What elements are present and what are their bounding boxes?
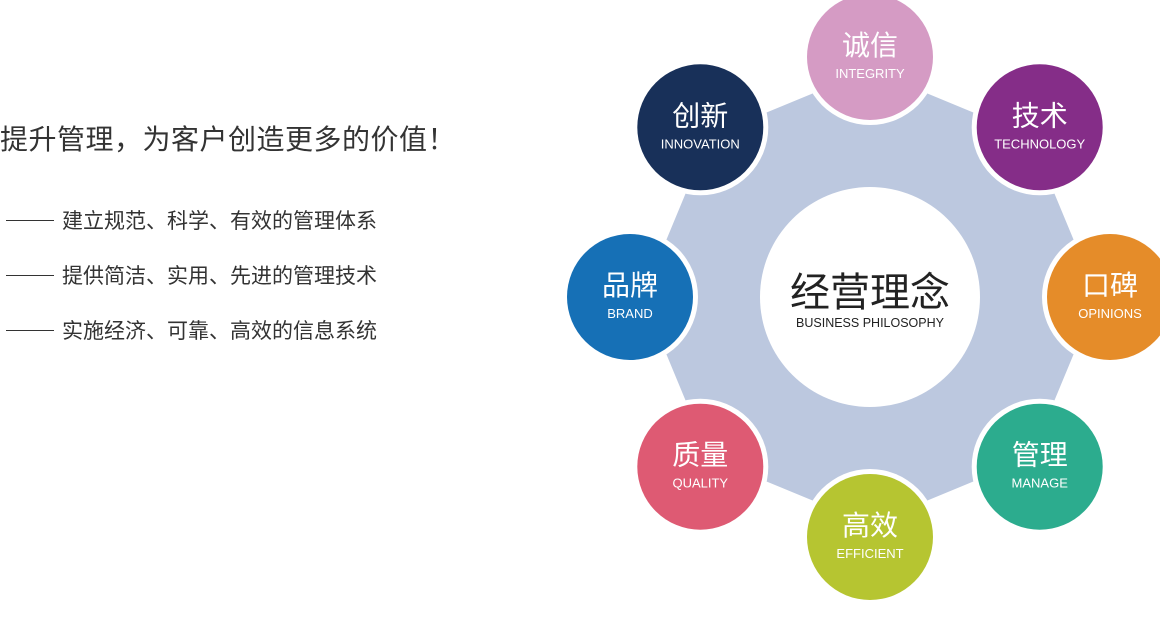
value-subtitle: QUALITY: [672, 476, 728, 491]
value-title: 质量: [672, 440, 728, 471]
innovation-circle: [637, 64, 764, 191]
brand-circle: [567, 234, 693, 360]
gear-tooth: [754, 89, 841, 154]
quality-circle: [637, 403, 764, 530]
value-item-brand: 品牌 BRAND: [562, 229, 698, 365]
value-title: 技术: [1012, 100, 1068, 131]
value-subtitle: INTEGRITY: [835, 66, 905, 81]
value-title: 创新: [672, 100, 728, 131]
point-item: 建立规范、科学、有效的管理体系: [6, 206, 377, 261]
gear-notch: [982, 293, 990, 301]
gear-tooth: [899, 440, 986, 505]
manage-circle: [976, 403, 1103, 530]
gear-notches: [750, 177, 990, 417]
point-text: 提供简洁、实用、先进的管理技术: [62, 265, 377, 288]
value-title: 管理: [1012, 440, 1068, 471]
gear-tooth: [662, 181, 727, 268]
efficient-circle: [807, 474, 933, 600]
dash-line: [6, 329, 54, 331]
value-title: 口碑: [1082, 270, 1138, 301]
gear-tooth: [899, 89, 986, 154]
value-title: 高效: [842, 510, 898, 541]
value-item-opinions: 口碑 OPINIONS: [1042, 229, 1160, 365]
technology-circle: [976, 64, 1103, 191]
gear-notch: [750, 293, 758, 301]
value-item-technology: 技术 TECHNOLOGY: [971, 59, 1108, 196]
center-subtitle: BUSINESS PHILOSOPHY: [796, 316, 945, 330]
value-item-efficient: 高效 EFFICIENT: [802, 469, 938, 605]
value-item-innovation: 创新 INNOVATION: [632, 59, 769, 196]
point-item: 实施经济、可靠、高效的信息系统: [6, 316, 377, 371]
headline: 提升管理，为客户创造更多的价值！: [0, 124, 457, 155]
gear-notch: [866, 409, 874, 417]
point-list: 建立规范、科学、有效的管理体系 提供简洁、实用、先进的管理技术 实施经济、可靠、…: [6, 206, 377, 371]
value-item-integrity: 诚信 INTEGRITY: [802, 0, 938, 125]
value-subtitle: MANAGE: [1012, 476, 1069, 491]
opinions-circle: [1047, 234, 1160, 360]
value-title: 品牌: [602, 270, 658, 301]
dash-line: [6, 219, 54, 221]
gear-tooth: [1013, 181, 1078, 268]
gear-tooth: [662, 326, 727, 413]
value-item-manage: 管理 MANAGE: [971, 398, 1108, 535]
value-subtitle: TECHNOLOGY: [994, 136, 1085, 151]
gear-notch: [866, 177, 874, 185]
dash-line: [6, 274, 54, 276]
gear-notch: [783, 210, 792, 219]
gear-notch: [783, 375, 792, 384]
center-circle: [760, 187, 980, 407]
gear-notch: [948, 210, 957, 219]
gear-notch: [948, 375, 957, 384]
value-circles: 诚信 INTEGRITY 技术 TECHNOLOGY 口碑 OPINIONS 管理 MANAG…: [562, 0, 1160, 605]
point-item: 提供简洁、实用、先进的管理技术: [6, 261, 377, 316]
center-title: 经营理念: [790, 271, 950, 315]
point-text: 建立规范、科学、有效的管理体系: [62, 210, 377, 233]
gear-tooth: [754, 440, 841, 505]
value-subtitle: BRAND: [607, 306, 653, 321]
value-title: 诚信: [842, 30, 898, 61]
point-text: 实施经济、可靠、高效的信息系统: [62, 320, 377, 343]
value-subtitle: EFFICIENT: [836, 546, 903, 561]
value-subtitle: OPINIONS: [1078, 306, 1142, 321]
value-subtitle: INNOVATION: [661, 136, 740, 151]
value-item-quality: 质量 QUALITY: [632, 398, 769, 535]
gear-tooth: [1013, 326, 1078, 413]
integrity-circle: [807, 0, 933, 120]
